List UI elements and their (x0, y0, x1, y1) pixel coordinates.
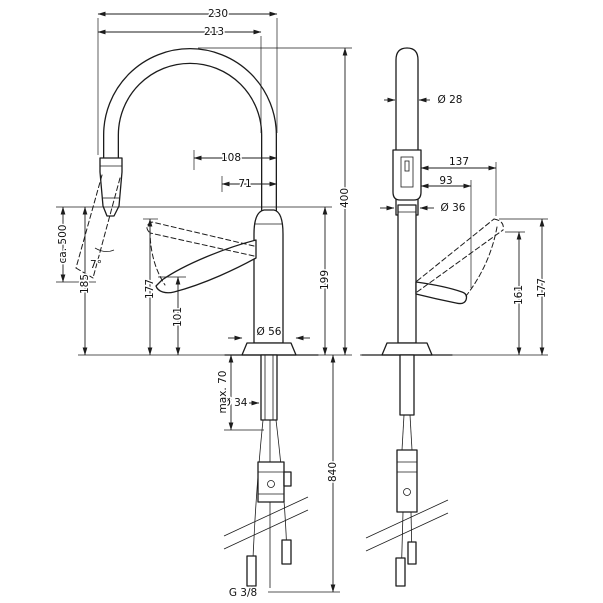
hose-fitting (246, 555, 257, 587)
break-line-front (365, 512, 449, 552)
break-line-front (365, 499, 449, 539)
threaded-shank-front (399, 354, 415, 416)
extension-lines (56, 18, 548, 593)
spray-head-clip (404, 160, 410, 172)
handle-raised-tip-dashed (146, 221, 153, 234)
spout-tube-inner (104, 49, 276, 212)
hose-connector-tab (283, 471, 292, 487)
faucet-body (253, 209, 284, 344)
supply-hose-front (401, 414, 405, 451)
handle-lever-front (415, 281, 468, 305)
handle-lever (155, 239, 257, 294)
threaded-shank (260, 354, 278, 421)
escutcheon (241, 342, 297, 356)
dim-label-spray-offset: 108 (221, 152, 241, 164)
faucet-body-front (397, 204, 417, 344)
dim-label-handle-raised-height: 177 (144, 279, 156, 299)
dim-label-handle-offset: 71 (238, 178, 251, 190)
dim-label-spout-reach: 213 (204, 26, 224, 38)
handle-raised-dashed (149, 232, 255, 257)
handle-travel-arc-dashed-front (465, 226, 498, 297)
hose-fitting-front (407, 541, 417, 565)
spray-head (99, 157, 123, 217)
spray-head-front (392, 149, 422, 201)
dim-label-connection-thread: G 3/8 (229, 587, 257, 599)
dim-label-spout-diameter: Ø 28 (438, 94, 463, 106)
hose-connector-detail (267, 480, 275, 488)
dimension-lines (60, 11, 545, 593)
handle-raised-dashed-front (416, 229, 504, 293)
dim-label-overall-height: 400 (339, 188, 351, 208)
dim-label-front-reach: 137 (449, 156, 469, 168)
dim-label-handle-height: 101 (172, 307, 184, 327)
dim-label-hose-pullout: ca. 500 (57, 225, 69, 264)
handle-raised-dashed (151, 221, 255, 247)
spray-head-tilted-dashed (75, 174, 103, 269)
spray-head-tilted-dashed (92, 177, 121, 279)
break-line (223, 509, 309, 550)
angle-arc (94, 247, 115, 252)
dim-label-overall-width: 230 (208, 8, 228, 20)
handle-raised-dashed-front (416, 218, 495, 282)
dim-label-collar-diameter: Ø 36 (441, 202, 466, 214)
dimension-labels: 230 213 108 71 400 199 ca. 500 185 7° 17… (56, 7, 550, 601)
hose-fitting-front (395, 557, 406, 587)
dim-label-front-handle-raised-height: 177 (536, 278, 548, 298)
front-view (361, 47, 504, 587)
supply-hose-front (409, 414, 413, 451)
hose-fitting (281, 539, 292, 565)
dim-label-spray-height: 185 (79, 274, 91, 294)
dim-label-spray-angle: 7° (90, 259, 102, 271)
dim-label-outlet-height: 199 (319, 270, 331, 290)
dim-label-base-diameter: Ø 56 (257, 326, 282, 338)
dim-label-mounting-thickness: max. 70 (217, 371, 229, 414)
hose-connector (257, 461, 285, 503)
handle-raised-tip-dashed-front (493, 218, 504, 231)
dim-label-hose-length: 840 (327, 462, 339, 482)
dim-label-front-handle-reach: 93 (439, 175, 452, 187)
valve-body (396, 449, 418, 513)
escutcheon-front (381, 342, 433, 356)
spray-head-window (400, 156, 414, 188)
side-view (75, 48, 319, 588)
break-line (223, 496, 309, 537)
valve-body-detail (403, 488, 411, 496)
dim-label-front-handle-height: 161 (513, 285, 525, 305)
dim-label-shank-diameter: Ø 34 (223, 397, 248, 409)
